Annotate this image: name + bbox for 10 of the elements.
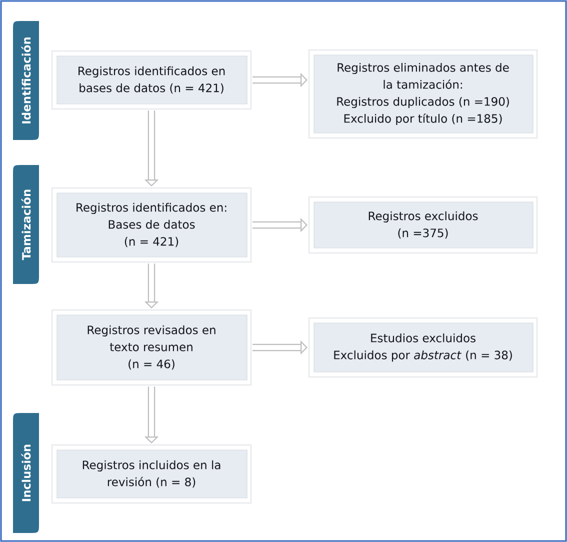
process-box: Registros revisados en texto resumen (n = 46) (52, 310, 252, 386)
process-box: Registros excluidos (n =375) (308, 196, 538, 254)
stage-tab: Identificación (13, 21, 39, 140)
process-box: Registros eliminados antes de la tamización: Registros duplicados (n =190) Excluido por título (n =185) (308, 50, 538, 138)
stage-tab: Inclusión (13, 413, 39, 533)
process-box: Registros identificados en bases de datos (n = 421) (52, 50, 252, 110)
stage-tab: Tamización (13, 165, 39, 284)
process-box: Registros identificados en: Bases de datos (n = 421) (52, 188, 252, 262)
process-box: Estudios excluidos Excluidos por abstract (n = 38) (308, 318, 538, 378)
process-box: Registros incluidos en la revisión (n = 8) (52, 444, 252, 504)
